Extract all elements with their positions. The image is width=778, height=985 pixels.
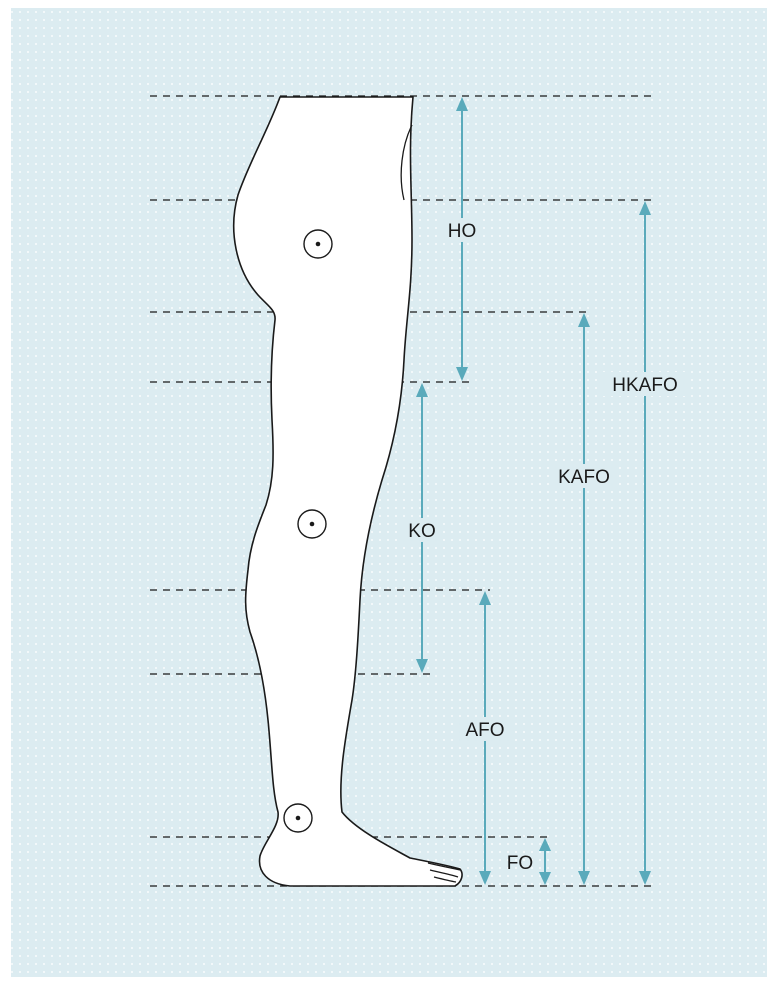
afo-label: AFO	[465, 720, 504, 741]
knee-joint-icon	[298, 510, 326, 538]
fo-label: FO	[507, 853, 533, 874]
hkafo-label: HKAFO	[612, 375, 677, 396]
ankle-joint-icon	[284, 804, 312, 832]
kafo-label: KAFO	[558, 467, 610, 488]
hip-joint-icon	[304, 230, 332, 258]
ho-label: HO	[448, 221, 477, 242]
ko-label: KO	[408, 521, 435, 542]
